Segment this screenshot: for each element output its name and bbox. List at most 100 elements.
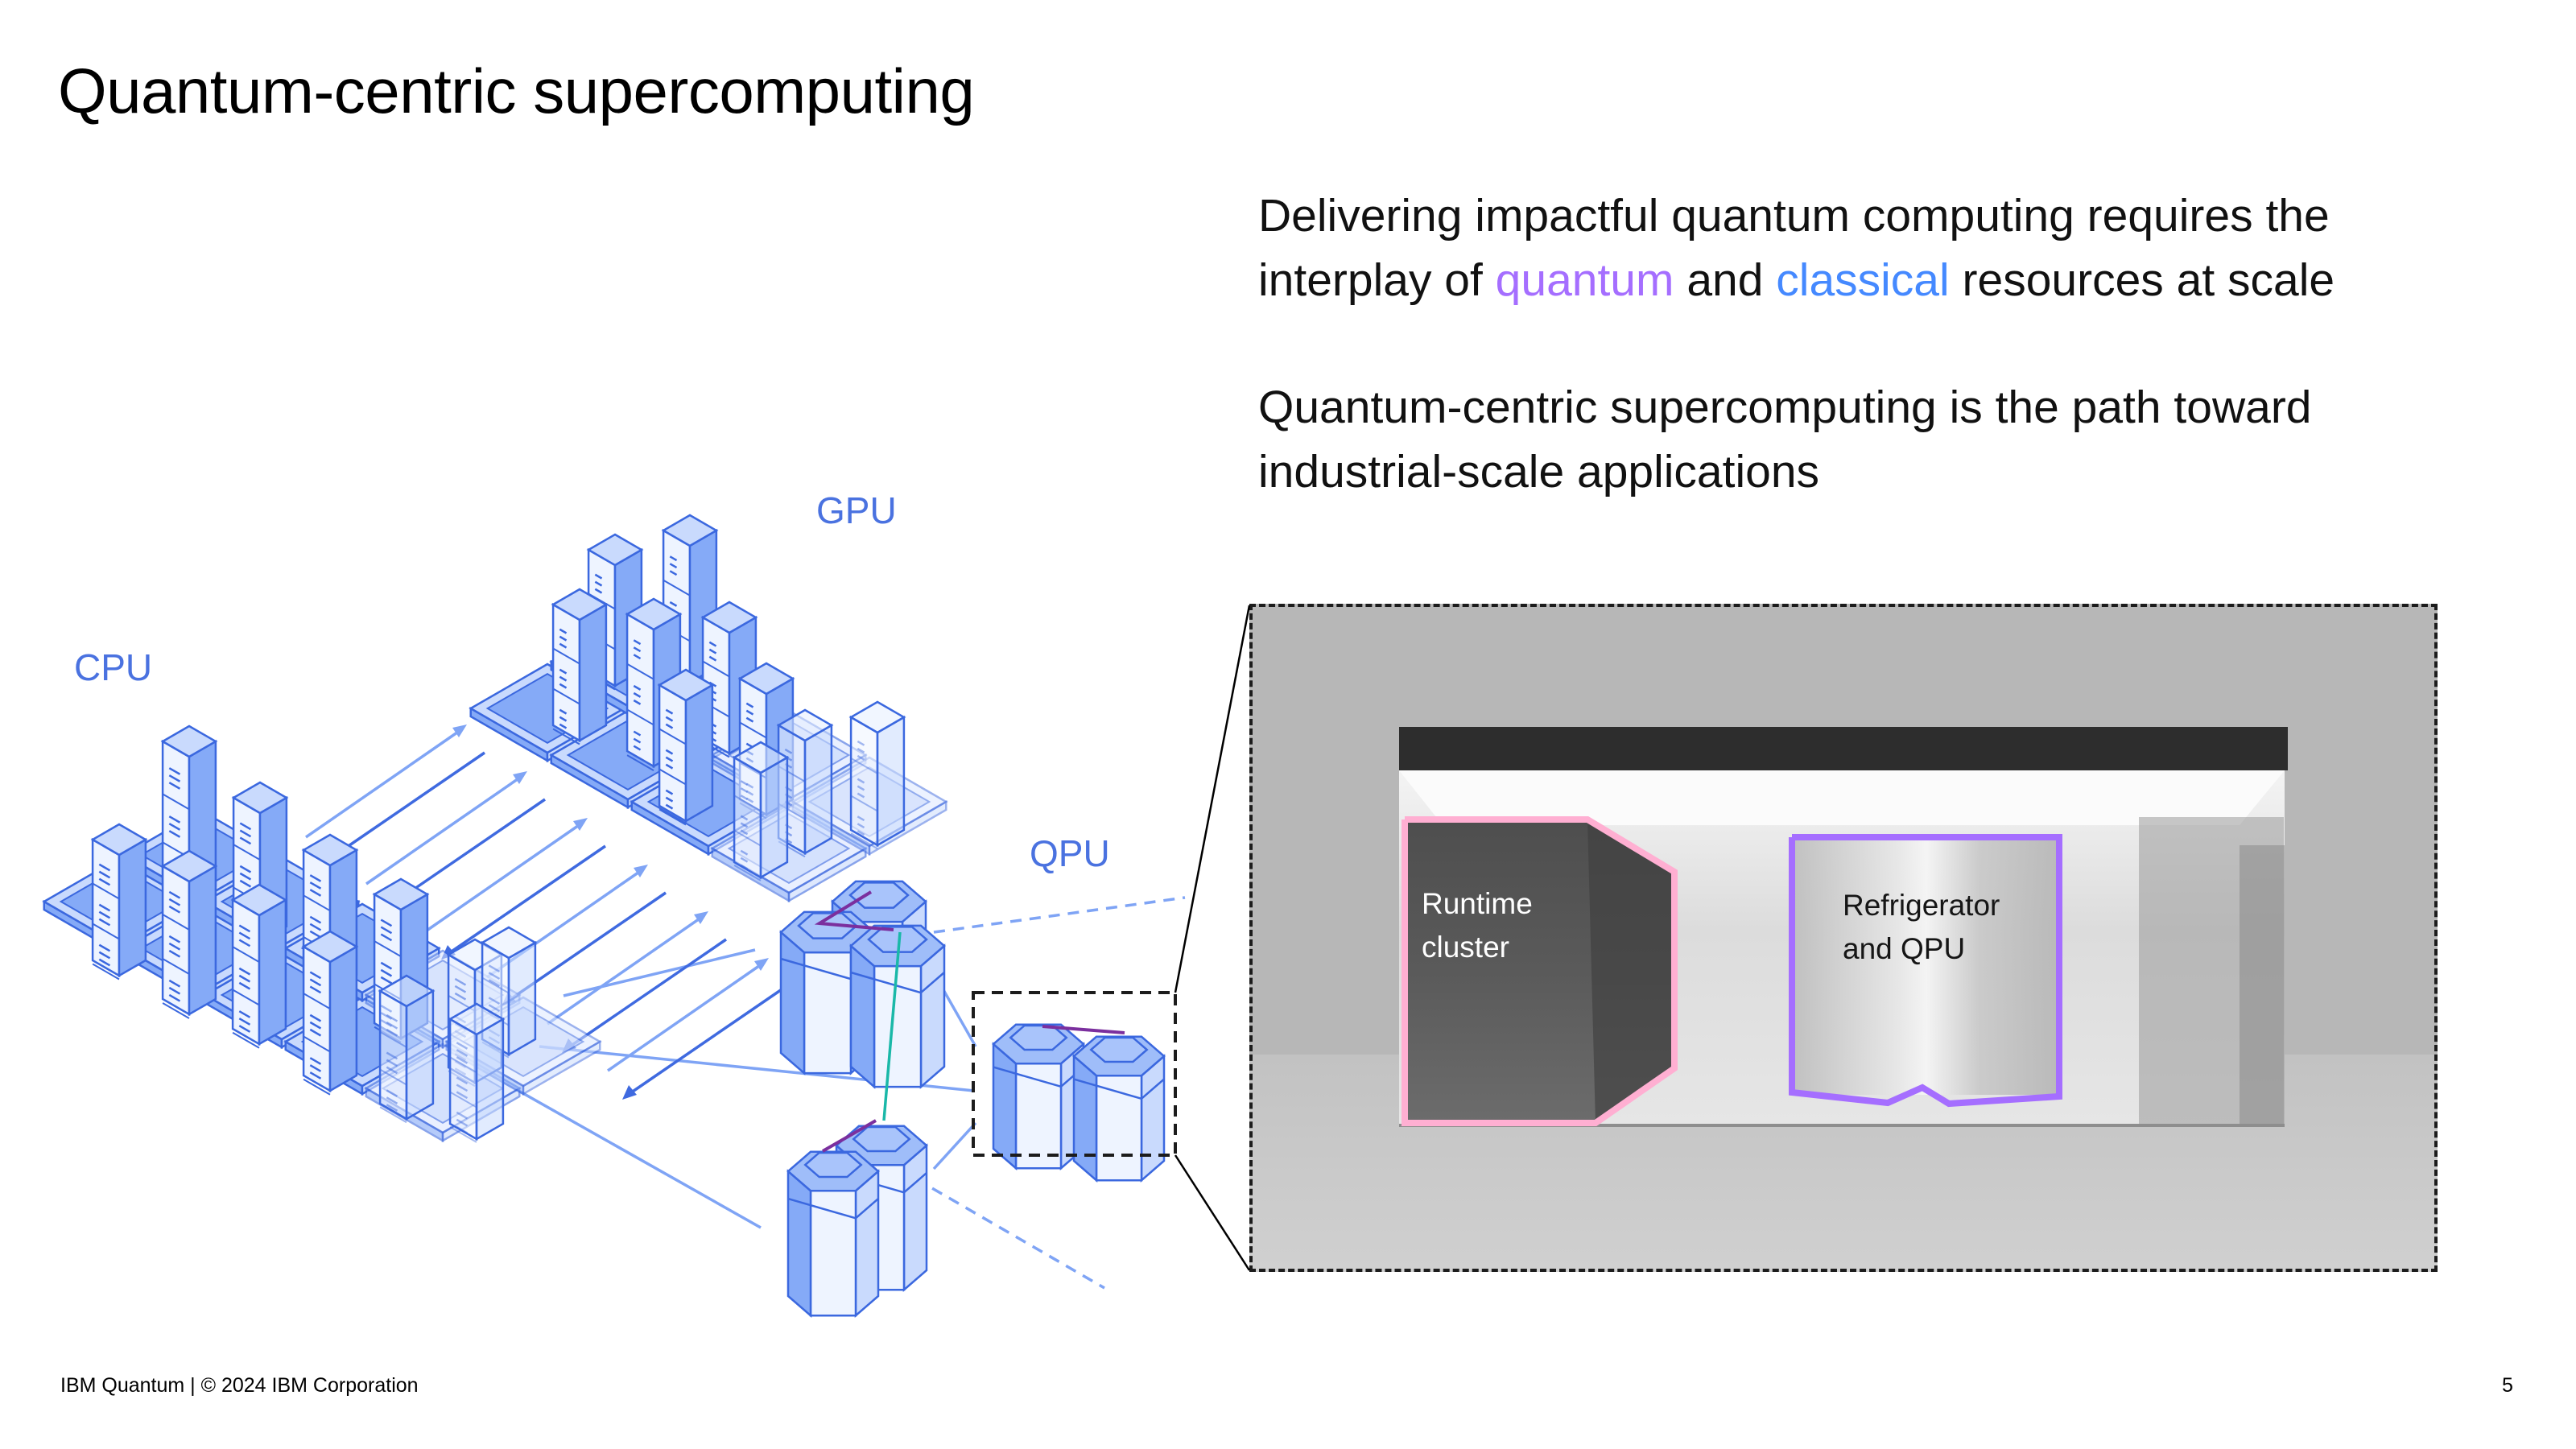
cpu-rack-vent — [380, 968, 393, 977]
gpu-rack-divider — [626, 663, 654, 680]
cpu-platform-tile-edge-left — [43, 899, 122, 956]
gpu-rack-front — [551, 602, 581, 743]
cpu-rack-vent — [309, 930, 322, 939]
gpu-platform-tile-edge-right — [787, 753, 867, 810]
qpu-tower-band — [993, 1066, 1062, 1088]
gpu-platform-tile-edge-right — [546, 706, 625, 763]
gpu-platform-tile-inset — [646, 672, 770, 745]
qpu-tower-face — [1072, 1054, 1098, 1183]
gpu-rack-vent — [559, 668, 568, 675]
gpu-rack-divider — [663, 625, 691, 642]
qpu-tower-top — [1072, 1035, 1166, 1077]
cpu-rack-front — [161, 739, 191, 904]
gpu-rack-top — [586, 533, 644, 567]
cpu-platform-tile-edge-right — [361, 1039, 440, 1096]
gpu-rack-vent — [665, 789, 674, 795]
runtime-cluster-outline — [1402, 816, 1678, 1126]
gpu-rack-top — [661, 514, 719, 547]
cpu-platform-tile — [364, 1042, 522, 1134]
gpu-rack-side — [652, 612, 682, 769]
gpu-rack-divider — [702, 741, 730, 758]
cpu-rack-top — [378, 974, 436, 1008]
cpu-rack-vent — [309, 1028, 322, 1037]
cpu-rack-vent — [98, 943, 111, 952]
quantum-highlight: quantum — [1495, 254, 1674, 306]
gpu-rack-vent — [669, 601, 678, 607]
cpu-rack-vent — [309, 1064, 322, 1072]
cpu-rack-divider — [374, 940, 402, 957]
cpu-rack-vent — [456, 1111, 469, 1120]
qpu-link-line — [932, 1121, 977, 1170]
gpu-platform-tile-edge-left — [630, 799, 710, 857]
qpu-tower-face — [831, 899, 857, 1045]
cpu-platform-tile — [42, 856, 200, 947]
gpu-rack-divider — [739, 762, 767, 779]
gpu-rack-vent — [559, 642, 568, 649]
gpu-rack-divider — [850, 758, 878, 774]
cpu-platform-tile-edge-right — [441, 1086, 521, 1143]
cpu-platform-tile — [122, 902, 280, 994]
ceiling-beam — [1399, 727, 2288, 770]
cpu-rack-side — [188, 864, 217, 1017]
cpu-platform-tile-inset — [300, 1005, 424, 1078]
cpu-rack-divider — [303, 1035, 331, 1053]
gpu-rack-divider — [588, 592, 616, 610]
cpu-rack-side — [118, 837, 147, 978]
gpu-platform-tile-edge-right — [868, 799, 947, 857]
fridge-label-line-1: Refrigerator — [1843, 889, 2000, 922]
cpu-rack-vent — [168, 815, 181, 824]
gpu-rack-vent — [633, 654, 642, 660]
path-paragraph: Quantum-centric supercomputing is the pa… — [1258, 375, 2312, 504]
data-center-photo: Runtime cluster Refrigerator and QPU — [1249, 604, 2438, 1272]
cpu-platform-tile-inset — [220, 865, 344, 938]
arrow-head-to-cpu — [441, 945, 456, 960]
intro-line-2-prefix: interplay of — [1258, 254, 1496, 306]
cpu-rack-vent — [239, 915, 252, 923]
cpu-rack-vent — [380, 926, 393, 935]
cpu-rack-vent — [239, 829, 252, 838]
gpu-platform-tile-edge-right — [787, 846, 867, 903]
cpu-rack-side — [258, 898, 287, 1046]
gpu-rack-vent — [857, 823, 865, 829]
gpu-rack-vent — [633, 699, 642, 705]
gpu-rack-vent — [559, 628, 568, 634]
cpu-rack-top — [480, 926, 538, 960]
cpu-rack-vent — [309, 1057, 322, 1065]
gpu-rack-vent — [559, 716, 568, 722]
gpu-rack-divider — [626, 708, 654, 726]
cpu-platform-tile — [203, 949, 361, 1041]
gpu-rack-vent — [857, 785, 865, 791]
cpu-platform-tile-edge-left — [365, 993, 444, 1050]
gpu-rack-vent — [594, 588, 603, 594]
cpu-rack-vent — [309, 874, 322, 882]
runtime-cluster-label: Runtime cluster — [1422, 882, 1533, 969]
arrow-to-gpu — [305, 727, 464, 839]
qpu-tower-face — [873, 964, 923, 1088]
qpu-tower-face — [809, 1189, 857, 1317]
cpu-rack-vent — [488, 964, 501, 973]
arrow-to-cpu — [446, 844, 606, 956]
cpu-rack-vent — [386, 1096, 398, 1104]
gpu-rack-front — [662, 528, 691, 685]
cpu-rack-vent — [488, 972, 501, 980]
cpu-rack-vent — [168, 864, 181, 872]
cpu-platform-tile-edge-right — [441, 993, 521, 1050]
cpu-rack-side — [473, 952, 503, 1085]
page-number: 5 — [2502, 1374, 2513, 1397]
cpu-rack-vent — [238, 924, 251, 933]
cpu-rack-divider — [232, 946, 260, 963]
cpu-rack-divider — [233, 886, 261, 904]
cpu-rack-vent — [488, 1029, 501, 1038]
cpu-platform-tile-inset — [59, 865, 183, 938]
gpu-rack-top — [625, 597, 683, 631]
cpu-rack-divider — [232, 989, 260, 1006]
gpu-rack-side — [684, 683, 714, 824]
cpu-rack-vent — [488, 997, 501, 1005]
gpu-rack-vent — [784, 800, 793, 807]
cpu-rack-vent — [454, 1022, 467, 1031]
cpu-rack-vent — [98, 918, 111, 927]
gpu-rack-vent — [857, 830, 865, 836]
arrow-head-to-gpu — [452, 724, 467, 737]
gpu-rack-top — [732, 741, 790, 774]
gpu-rack-side — [876, 715, 906, 848]
